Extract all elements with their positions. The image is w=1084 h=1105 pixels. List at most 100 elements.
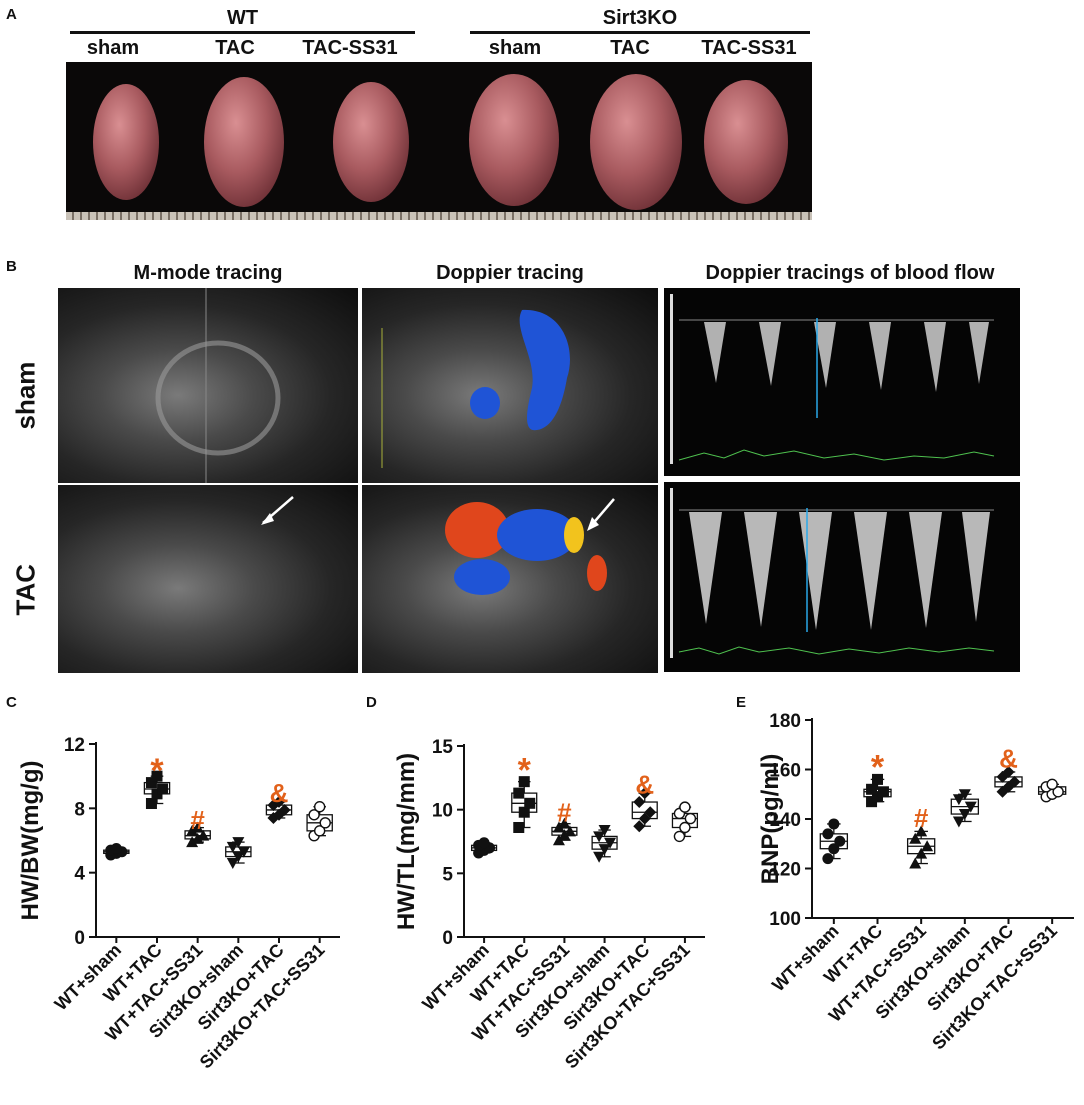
data-point: [684, 812, 697, 825]
data-point: [313, 825, 326, 837]
data-point: [1052, 786, 1064, 798]
col-title-mmode: M-mode tracing: [133, 262, 283, 284]
y-axis-label: HW/BW(mg/g): [17, 761, 44, 921]
cond-label-ko-sham: sham: [488, 37, 542, 59]
group-label-sirt3ko: Sirt3KO: [602, 7, 678, 29]
hearts-illustration: [93, 74, 788, 210]
data-point: [518, 806, 530, 818]
panel-b-label: B: [6, 258, 17, 275]
data-point: [638, 787, 651, 800]
data-point: [110, 843, 122, 855]
data-point: [145, 777, 157, 789]
data-point: [679, 821, 691, 834]
data-point: [232, 837, 245, 849]
data-point: [909, 832, 922, 844]
data-point: [866, 796, 878, 808]
y-tick-label: 100: [769, 909, 801, 930]
data-point: [679, 801, 691, 813]
data-point: [563, 825, 576, 837]
heart-ko-tac-ss31: [704, 80, 788, 204]
cond-label-wt-tac-ss31: TAC-SS31: [302, 37, 398, 59]
group-line-sirt3ko: [470, 31, 810, 34]
data-point: [598, 844, 611, 856]
y-tick-label: 140: [769, 810, 801, 831]
heart-wt-tac: [204, 77, 284, 207]
data-point: [308, 809, 320, 821]
data-point: [834, 835, 846, 847]
significance-mark: &: [999, 744, 1018, 774]
heart-wt-tac-ss31: [333, 82, 409, 202]
group-label-wt: WT: [226, 7, 259, 29]
significance-mark: &: [635, 769, 654, 799]
y-tick-label: 0: [442, 928, 453, 949]
data-point: [593, 831, 606, 843]
data-point: [226, 858, 239, 870]
data-point: [558, 829, 571, 841]
doppler-image-sham: [362, 288, 658, 483]
cond-label-ko-tac-ss31: TAC-SS31: [701, 37, 797, 59]
significance-mark: &: [270, 778, 289, 808]
significance-mark: #: [914, 803, 929, 833]
data-point: [232, 851, 245, 863]
data-point: [191, 821, 204, 833]
data-point: [1046, 778, 1058, 791]
data-point: [518, 776, 530, 788]
y-axis-label: HW/TL(mg/mm): [393, 753, 420, 930]
data-point: [186, 836, 199, 848]
data-point: [604, 837, 617, 849]
data-point: [513, 787, 525, 799]
y-tick-label: 160: [769, 761, 801, 782]
data-point: [909, 857, 922, 869]
data-point: [915, 847, 928, 859]
col-title-doppler: Doppier tracing: [436, 262, 584, 284]
data-point: [921, 840, 934, 852]
data-point: [593, 851, 606, 863]
y-tick-label: 0: [74, 928, 85, 949]
cond-label-wt-tac: TAC: [215, 37, 255, 59]
data-point: [822, 828, 834, 840]
group-line-wt: [70, 31, 415, 34]
flow-image-sham: [664, 288, 1020, 476]
significance-mark: #: [557, 797, 572, 827]
data-point: [145, 798, 157, 810]
data-point: [952, 794, 965, 806]
y-tick-label: 15: [432, 737, 454, 758]
mmode-image-tac: [58, 485, 358, 673]
data-point: [828, 818, 840, 830]
data-point: [644, 806, 657, 819]
heart-wt-sham: [93, 84, 159, 200]
mmode-image-sham: [58, 288, 358, 483]
data-point: [958, 789, 971, 801]
panel-c-label: C: [6, 694, 17, 711]
doppler-image-tac: [362, 485, 658, 673]
data-point: [673, 830, 686, 843]
y-tick-label: 12: [64, 735, 85, 756]
data-point: [633, 820, 646, 833]
data-point: [915, 825, 928, 837]
chart-hw-tl: 051015HW/TL(mg/mm)WT+shamWT+TACWT+TAC+SS…: [393, 737, 705, 1072]
data-point: [157, 783, 169, 795]
data-point: [822, 853, 834, 865]
significance-mark: *: [871, 749, 885, 787]
data-point: [866, 783, 878, 795]
row-label-sham: sham: [10, 361, 41, 430]
col-title-doppler-flow: Doppier tracings of blood flow: [705, 262, 995, 284]
data-point: [513, 821, 525, 833]
data-point: [552, 821, 565, 833]
data-point: [958, 809, 971, 821]
data-point: [828, 843, 840, 855]
data-point: [872, 791, 883, 803]
chart-hw-bw: 04812HW/BW(mg/g)WT+shamWT+TACWT+TAC+SS31…: [17, 735, 340, 1072]
row-label-tac: TAC: [10, 563, 41, 616]
data-point: [877, 786, 889, 798]
data-point: [191, 832, 204, 844]
data-point: [226, 841, 239, 853]
data-point: [872, 773, 883, 785]
panel-d-label: D: [366, 694, 377, 711]
significance-mark: *: [150, 752, 164, 790]
data-point: [186, 824, 199, 836]
data-point: [278, 803, 291, 816]
y-tick-label: 5: [442, 864, 453, 885]
data-point: [952, 816, 965, 828]
data-point: [273, 808, 285, 821]
